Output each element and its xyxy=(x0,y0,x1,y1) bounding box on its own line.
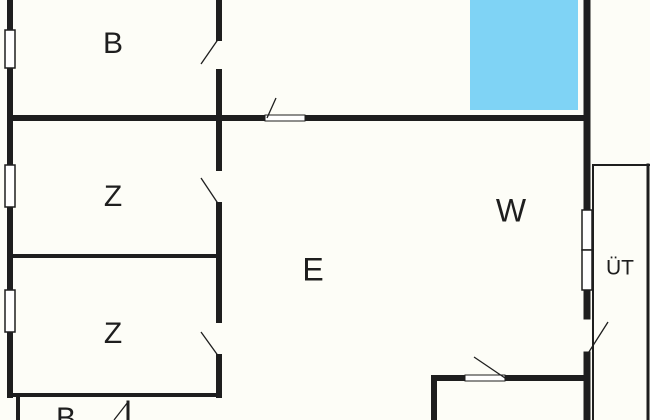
room-label-b-bottom: B xyxy=(56,402,76,420)
window-left-b xyxy=(4,29,16,69)
window-left-z2 xyxy=(4,289,16,333)
room-label-e: E xyxy=(302,251,323,287)
room-label-z-lower: Z xyxy=(104,317,122,350)
door-swing-ut xyxy=(586,321,609,356)
door-swing-top xyxy=(266,97,277,119)
window-left-z1 xyxy=(4,164,16,208)
door-swings xyxy=(113,37,609,420)
room-label-w: W xyxy=(496,192,527,228)
door-gap-top xyxy=(264,114,306,122)
door-swing-z1 xyxy=(200,177,220,206)
window-right-w2 xyxy=(581,249,593,291)
door-swing-box xyxy=(473,356,506,379)
pool-area xyxy=(470,0,578,110)
room-label-z-upper: Z xyxy=(104,180,122,213)
door-swing-b-bottom xyxy=(113,401,129,420)
door-gap-box xyxy=(464,374,506,382)
door-swing-z2 xyxy=(200,331,220,358)
windows xyxy=(4,29,593,382)
door-swing-b xyxy=(200,37,220,65)
room-label-ut: ÜT xyxy=(606,257,634,280)
room-label-b-top: B xyxy=(103,27,123,60)
window-right-w1 xyxy=(581,209,593,251)
